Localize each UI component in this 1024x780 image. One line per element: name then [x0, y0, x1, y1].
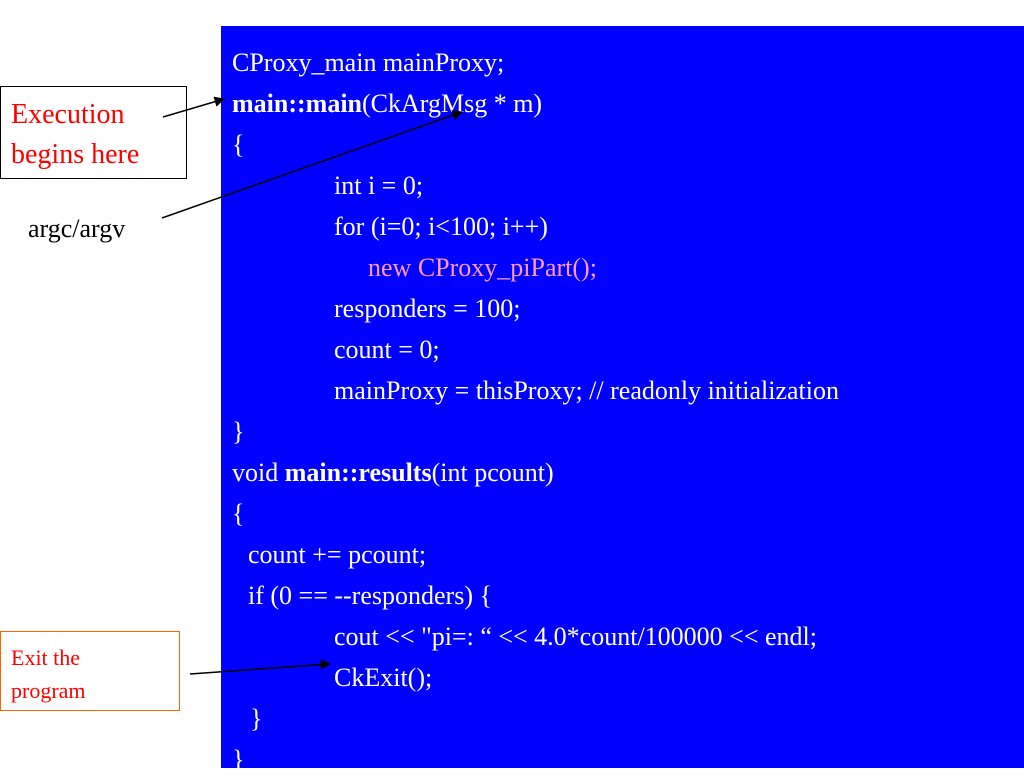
code-text: responders = 100; [334, 294, 521, 323]
code-line-5: for (i=0; i<100; i++) [334, 206, 548, 247]
code-text: for (i=0; i<100; i++) [334, 212, 548, 241]
code-line-4: int i = 0; [334, 165, 423, 206]
callout-text: Execution [11, 99, 125, 130]
code-text: { [232, 499, 245, 528]
code-text: count = 0; [334, 335, 440, 364]
code-line-11: void main::results(int pcount) [232, 452, 554, 493]
code-text: } [250, 704, 263, 733]
code-line-10: } [232, 411, 244, 452]
code-line-2: main::main(CkArgMsg * m) [232, 83, 542, 124]
code-line-1: CProxy_main mainProxy; [232, 42, 504, 83]
code-line-7: responders = 100; [334, 288, 521, 329]
code-line-9: mainProxy = thisProxy; // readonly initi… [334, 370, 839, 411]
code-line-12: { [232, 493, 244, 534]
callout-text: program [11, 678, 86, 703]
argc-argv-label: argc/argv [28, 214, 126, 243]
function-name-results: main::results [284, 458, 432, 487]
code-text: (int pcount) [431, 458, 554, 487]
code-text: mainProxy = thisProxy; // readonly initi… [334, 376, 839, 405]
code-line-15: cout << "pi=: “ << 4.0*count/100000 << e… [334, 616, 817, 657]
code-text-highlight: new CProxy_piPart(); [368, 253, 597, 282]
code-text: } [232, 745, 245, 774]
code-text: count += pcount; [248, 540, 427, 569]
code-text: } [232, 417, 245, 446]
code-line-16: CkExit(); [334, 657, 432, 698]
code-text: (CkArgMsg * m) [362, 89, 543, 118]
code-line-17: } [250, 698, 262, 739]
code-panel: CProxy_main mainProxy; main::main(CkArgM… [221, 26, 1024, 774]
code-text: cout << "pi=: “ << 4.0*count/100000 << e… [334, 622, 817, 651]
code-line-8: count = 0; [334, 329, 440, 370]
code-line-13: count += pcount; [248, 534, 426, 575]
code-text: int i = 0; [334, 171, 424, 200]
exit-program-callout: Exit the program [0, 631, 180, 711]
code-text: if (0 == --responders) { [248, 581, 492, 610]
function-name-main: main::main [232, 89, 362, 118]
code-line-3: { [232, 124, 244, 165]
code-text: CkExit(); [334, 663, 433, 692]
code-text: CProxy_main mainProxy; [232, 48, 505, 77]
execution-begins-callout: Execution begins here [0, 86, 187, 179]
code-line-14: if (0 == --responders) { [248, 575, 492, 616]
callout-text: Exit the [11, 645, 81, 670]
code-text: { [232, 130, 245, 159]
code-line-6: new CProxy_piPart(); [368, 247, 597, 288]
code-line-18: } [232, 739, 244, 780]
code-text: void [232, 458, 285, 487]
callout-text: begins here [11, 139, 140, 170]
